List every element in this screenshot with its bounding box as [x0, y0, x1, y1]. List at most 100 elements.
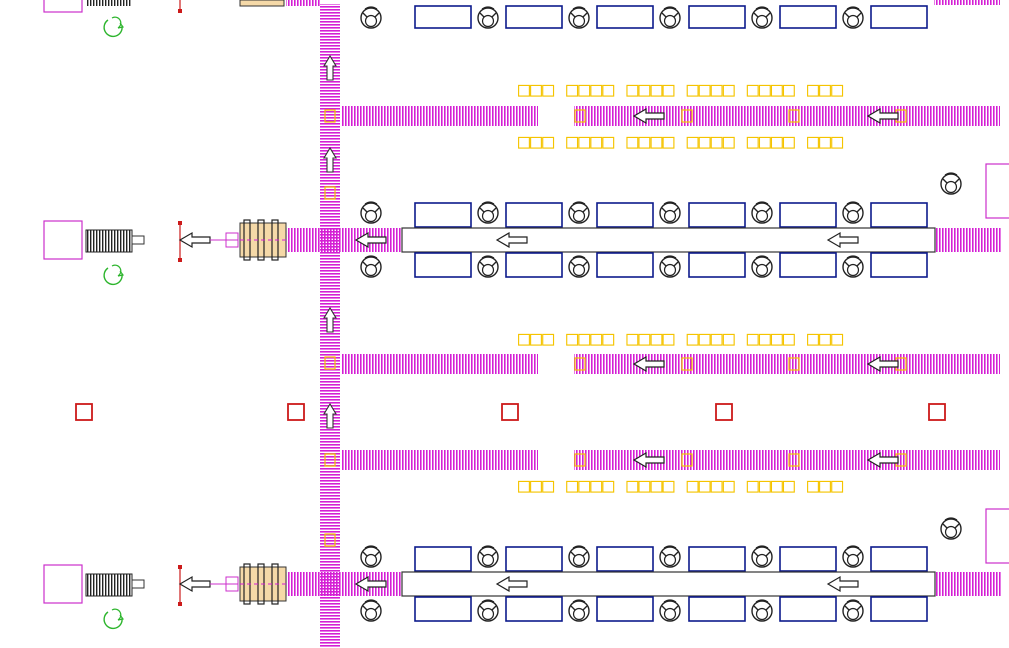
workstation-table	[779, 5, 837, 29]
side-station	[985, 508, 1009, 564]
operator-icon	[751, 599, 773, 622]
workstation-table	[414, 546, 472, 572]
workstation-table	[870, 596, 928, 622]
operator-icon	[477, 599, 499, 622]
side-station	[985, 163, 1009, 219]
operator-icon	[360, 545, 382, 568]
workstation-table	[505, 596, 563, 622]
feeder-conveyor	[342, 354, 538, 374]
operator-icon	[360, 599, 382, 622]
workstation-table	[870, 252, 928, 278]
workstation-table	[779, 596, 837, 622]
feeder-conveyor	[342, 450, 538, 470]
operator-icon	[659, 545, 681, 568]
workstation-table	[870, 5, 928, 29]
column-square-icon	[928, 403, 946, 421]
workstation-table	[505, 5, 563, 29]
column-square-icon	[287, 403, 305, 421]
workstation-table	[414, 5, 472, 29]
workstation-table	[505, 252, 563, 278]
workstation-table	[779, 252, 837, 278]
operator-icon	[568, 255, 590, 278]
recycle-icon	[103, 16, 124, 38]
operator-icon	[360, 6, 382, 29]
workstation-row	[360, 5, 928, 29]
column-square-icon	[75, 403, 93, 421]
feeder-conveyor	[574, 450, 1000, 470]
feeder-conveyor	[342, 106, 538, 126]
operator-icon	[751, 255, 773, 278]
operator-icon	[477, 201, 499, 224]
operator-icon	[842, 201, 864, 224]
workstation-table	[870, 546, 928, 572]
operator-icon	[842, 255, 864, 278]
machine-unit	[239, 0, 285, 7]
operator-icon	[568, 599, 590, 622]
feeder-markers	[574, 108, 907, 468]
workstation-table	[414, 596, 472, 622]
column-square-icon	[715, 403, 733, 421]
workstation-table	[596, 596, 654, 622]
operator-icon	[568, 545, 590, 568]
roller-table	[86, 0, 132, 6]
yellow-label-row-3: □□□ □□□□ □□□□ □□□□ □□□□ □□□	[518, 326, 843, 350]
production-line-top	[0, 0, 1009, 38]
output-conveyor	[934, 0, 1000, 5]
operator-icon	[360, 255, 382, 278]
workstation-table	[870, 202, 928, 228]
yellow-label-row-4: □□□ □□□□ □□□□ □□□□ □□□□ □□□	[518, 473, 843, 497]
stacker-box	[43, 564, 83, 604]
operator-icon	[477, 545, 499, 568]
column-square-icon	[501, 403, 519, 421]
operator-icon	[568, 6, 590, 29]
operator-icon	[659, 6, 681, 29]
yellow-label-row-1: □□□ □□□□ □□□□ □□□□ □□□□ □□□	[518, 77, 843, 101]
arrow-left-icon	[179, 576, 211, 592]
workstation-table	[505, 546, 563, 572]
operator-icon	[477, 255, 499, 278]
output-conveyor	[935, 228, 1001, 252]
workstation-table	[779, 546, 837, 572]
machine-unit	[239, 563, 287, 605]
operator-icon	[940, 517, 962, 540]
roller-table	[85, 573, 133, 597]
production-line-middle	[43, 163, 1009, 286]
operator-icon	[842, 545, 864, 568]
operator-icon	[842, 599, 864, 622]
arrow-left-icon	[179, 232, 211, 248]
machine-unit	[239, 219, 287, 261]
operator-icon	[360, 201, 382, 224]
stacker-box	[43, 220, 83, 260]
operator-icon	[659, 255, 681, 278]
feeder-conveyor	[574, 354, 1000, 374]
workstation-table	[414, 252, 472, 278]
operator-icon	[842, 6, 864, 29]
workstation-table	[688, 5, 746, 29]
workstation-table	[596, 546, 654, 572]
production-line-bottom	[43, 508, 1009, 630]
operator-icon	[940, 172, 962, 195]
operator-icon	[751, 201, 773, 224]
feeder-conveyors	[342, 106, 1000, 470]
pillar-row	[75, 403, 946, 421]
workstation-table	[688, 546, 746, 572]
infeed-conveyor	[286, 0, 320, 6]
workstation-table	[414, 202, 472, 228]
operator-icon	[659, 201, 681, 224]
roller-table	[85, 229, 133, 253]
operator-icon	[477, 6, 499, 29]
workstation-table	[596, 202, 654, 228]
operator-icon	[751, 545, 773, 568]
workstation-table	[688, 252, 746, 278]
operator-icon	[659, 599, 681, 622]
stacker-box	[43, 0, 83, 13]
operator-icon	[568, 201, 590, 224]
workstation-table	[688, 202, 746, 228]
recycle-icon	[103, 264, 124, 286]
workstation-table	[596, 252, 654, 278]
operator-icon	[751, 6, 773, 29]
workstation-table	[779, 202, 837, 228]
recycle-icon	[103, 608, 124, 630]
output-conveyor	[935, 572, 1001, 596]
